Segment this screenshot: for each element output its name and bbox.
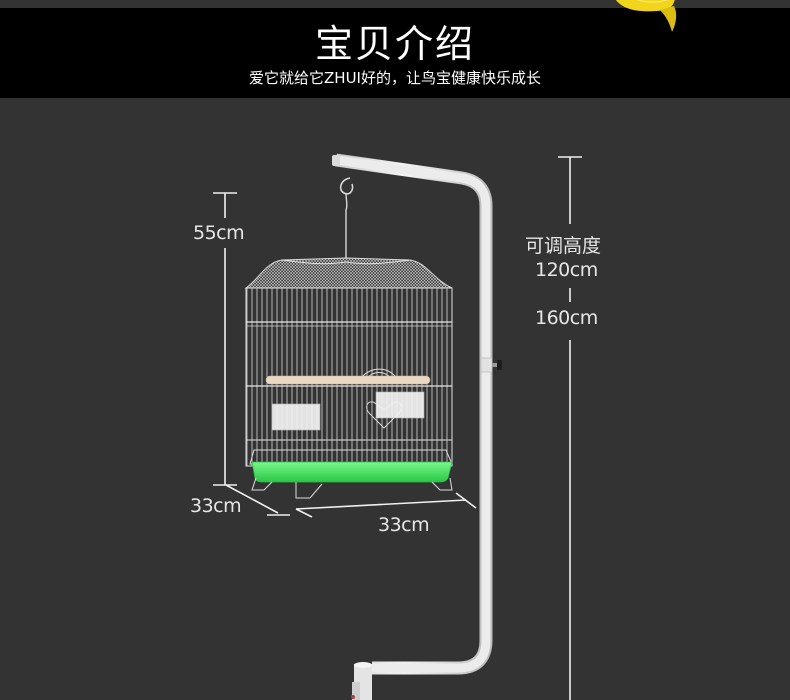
header-banner: 宝贝介绍 爱它就给它ZHUI好的，让鸟宝健康快乐成长: [0, 8, 790, 98]
stand-adjustable-label: 可调高度: [525, 235, 602, 257]
stand: [332, 153, 502, 700]
cage-hook: [339, 177, 354, 258]
cage-depth-label: 33cm: [190, 495, 242, 517]
cage-height-label: 55cm: [193, 222, 245, 244]
stand-min-height: 120cm: [535, 259, 598, 281]
page-subtitle: 爱它就给它ZHUI好的，让鸟宝健康快乐成长: [249, 69, 541, 87]
dimension-lines: [213, 156, 582, 700]
bird-cage: [244, 257, 453, 499]
leaf-icon: [616, 0, 677, 32]
stand-max-height: 160cm: [535, 307, 598, 329]
cage-width-label: 33cm: [378, 514, 430, 536]
page-title: 宝贝介绍: [314, 22, 475, 66]
